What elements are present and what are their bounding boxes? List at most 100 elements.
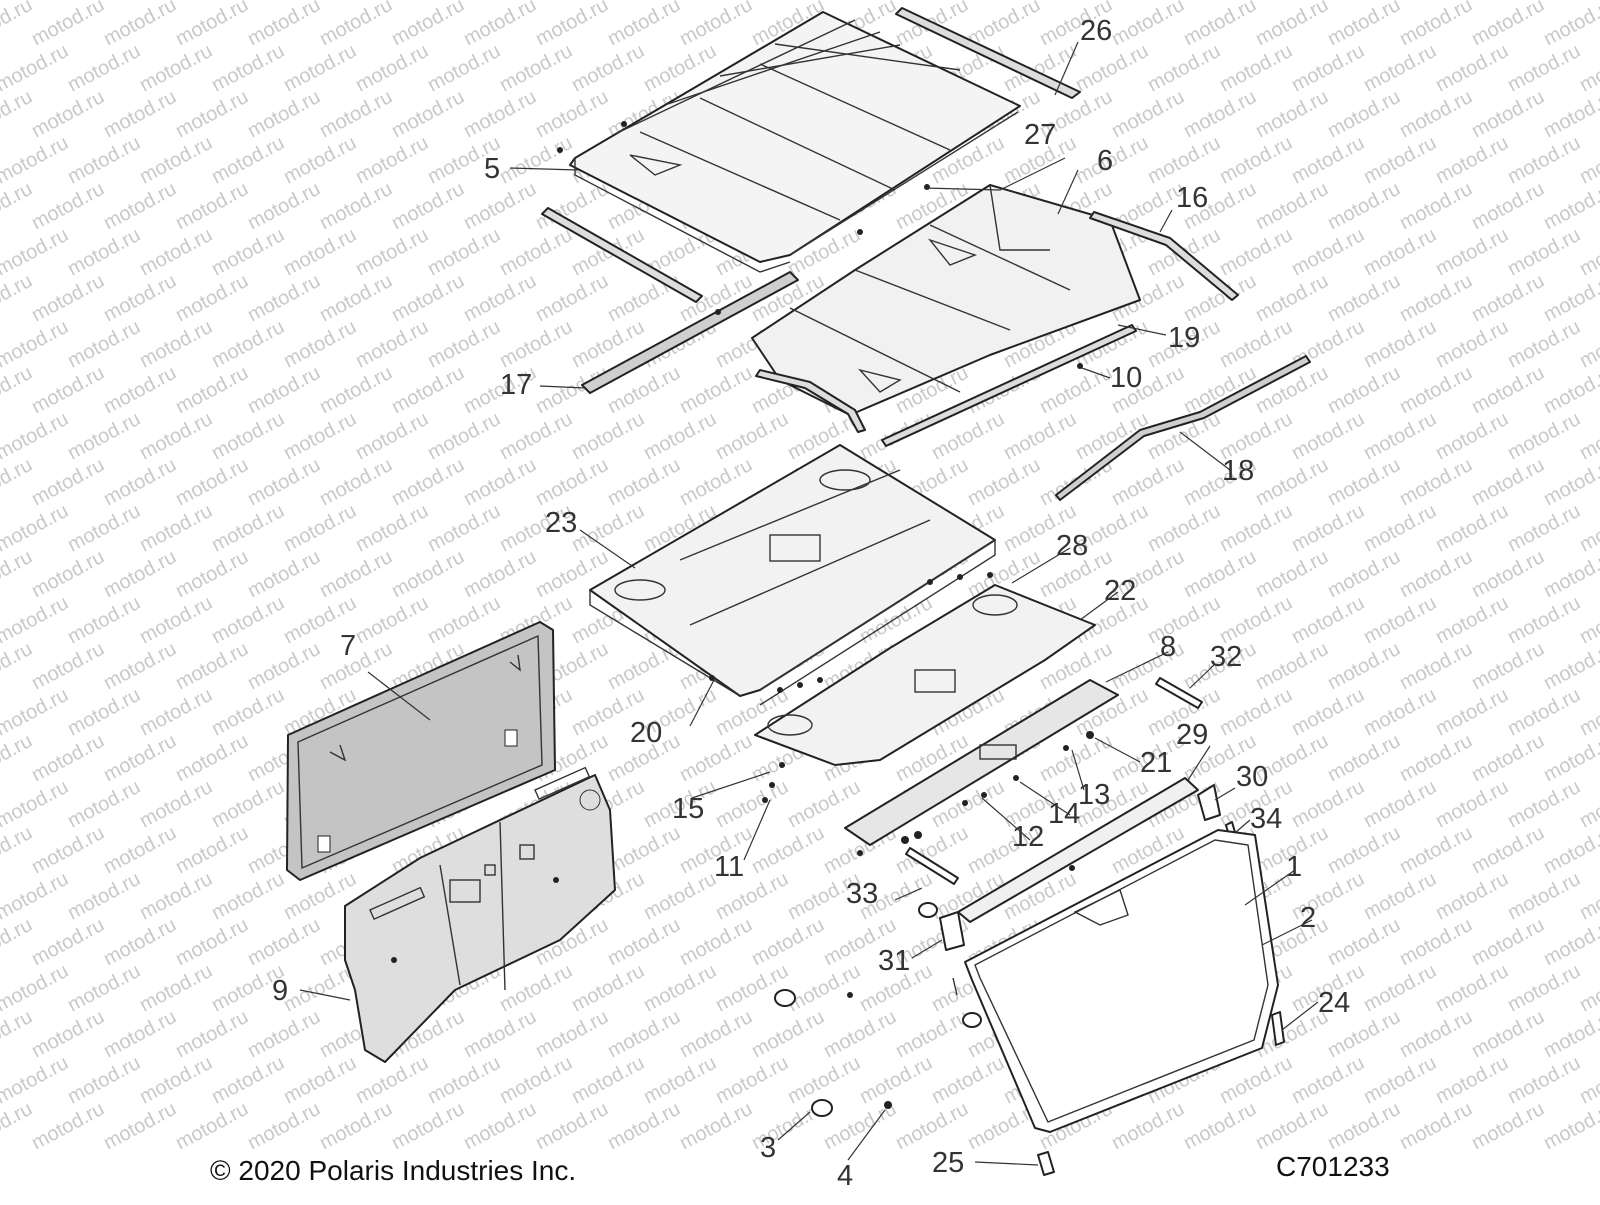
watermark-text: motod.ru (928, 1052, 1008, 1108)
watermark-text: motod.ru (676, 362, 756, 418)
watermark-text: motod.ru (244, 546, 324, 602)
watermark-text: motod.ru (1576, 408, 1600, 464)
watermark-text: motod.ru (1396, 1006, 1476, 1062)
watermark-text: motod.ru (1396, 546, 1476, 602)
callout-6: 6 (1097, 145, 1113, 177)
watermark-text: motod.ru (1252, 1098, 1332, 1154)
watermark-text: motod.ru (0, 0, 36, 50)
watermark-text: motod.ru (316, 178, 396, 234)
callout-14: 14 (1048, 798, 1080, 830)
callout-13: 13 (1078, 779, 1110, 811)
watermark-text: motod.ru (1504, 316, 1584, 372)
watermark-text: motod.ru (640, 0, 720, 4)
watermark-text: motod.ru (1468, 822, 1548, 878)
watermark-text: motod.ru (1216, 0, 1296, 4)
watermark-text: motod.ru (604, 822, 684, 878)
watermark-text: motod.ru (1216, 592, 1296, 648)
watermark-text: motod.ru (28, 822, 108, 878)
watermark-text: motod.ru (1216, 132, 1296, 188)
callout-10: 10 (1110, 362, 1142, 394)
watermark-text: motod.ru (28, 1006, 108, 1062)
watermark-text: motod.ru (532, 1006, 612, 1062)
watermark-text: motod.ru (676, 730, 756, 786)
watermark-text: motod.ru (352, 132, 432, 188)
watermark-text: motod.ru (136, 500, 216, 556)
watermark-text: motod.ru (172, 638, 252, 694)
watermark-text: motod.ru (496, 132, 576, 188)
watermark-text: motod.ru (388, 454, 468, 510)
watermark-text: motod.ru (316, 454, 396, 510)
watermark-text: motod.ru (1504, 224, 1584, 280)
watermark-text: motod.ru (964, 454, 1044, 510)
watermark-text: motod.ru (1360, 132, 1440, 188)
watermark-text: motod.ru (1432, 684, 1512, 740)
watermark-text: motod.ru (1432, 0, 1512, 4)
part-5-roof-panel (569, 11, 1021, 273)
watermark-text: motod.ru (280, 0, 360, 4)
watermark-text: motod.ru (1504, 1052, 1584, 1108)
watermark-text: motod.ru (496, 1052, 576, 1108)
watermark-text: motod.ru (1468, 270, 1548, 326)
watermark-text: motod.ru (388, 546, 468, 602)
watermark-text: motod.ru (1504, 0, 1584, 4)
watermark-text: motod.ru (172, 546, 252, 602)
watermark-text: motod.ru (460, 178, 540, 234)
watermark-text: motod.ru (568, 40, 648, 96)
watermark-text: motod.ru (1576, 868, 1600, 924)
watermark-text: motod.ru (1324, 822, 1404, 878)
watermark-text: motod.ru (1324, 546, 1404, 602)
callout-12: 12 (1012, 821, 1044, 853)
watermark-text: motod.ru (1144, 0, 1224, 4)
watermark-text: motod.ru (280, 224, 360, 280)
watermark-text: motod.ru (1072, 40, 1152, 96)
part-seal-under-6 (755, 369, 866, 433)
watermark-text: motod.ru (1180, 86, 1260, 142)
leader-lines (299, 41, 1319, 1166)
watermark-text: motod.ru (640, 960, 720, 1016)
watermark-text: motod.ru (1252, 178, 1332, 234)
callout-23: 23 (545, 507, 577, 539)
callout-24: 24 (1318, 987, 1350, 1019)
watermark-text: motod.ru (1540, 1098, 1600, 1154)
watermark-text: motod.ru (316, 86, 396, 142)
watermark-text: motod.ru (1396, 730, 1476, 786)
watermark-text: motod.ru (280, 408, 360, 464)
watermark-text: motod.ru (1504, 960, 1584, 1016)
watermark-text: motod.ru (100, 546, 180, 602)
watermark-text: motod.ru (352, 40, 432, 96)
part-32-pad (1155, 677, 1203, 709)
watermark-text: motod.ru (1576, 224, 1600, 280)
watermark-text: motod.ru (1468, 0, 1548, 50)
watermark-text: motod.ru (136, 592, 216, 648)
watermark-text: motod.ru (1324, 362, 1404, 418)
part-19-seal (881, 324, 1137, 447)
watermark-text: motod.ru (0, 592, 72, 648)
watermark-text: motod.ru (1360, 868, 1440, 924)
watermark-text: motod.ru (784, 0, 864, 4)
watermark-text: motod.ru (136, 684, 216, 740)
part-26-seal (895, 7, 1081, 99)
watermark-text: motod.ru (496, 0, 576, 4)
watermark-text: motod.ru (316, 1098, 396, 1154)
part-8-bracket (844, 679, 1119, 846)
watermark-text: motod.ru (1432, 960, 1512, 1016)
part-17-rail (581, 271, 799, 394)
watermark-text: motod.ru (1288, 1052, 1368, 1108)
watermark-text: motod.ru (100, 86, 180, 142)
callout-9: 9 (272, 975, 288, 1007)
part-27-fasteners (557, 121, 930, 315)
watermark-text: motod.ru (100, 454, 180, 510)
callout-17: 17 (500, 369, 532, 401)
watermark-text: motod.ru (0, 224, 72, 280)
watermark-text: motod.ru (1360, 316, 1440, 372)
watermark-text: motod.ru (64, 408, 144, 464)
watermark-text: motod.ru (1576, 500, 1600, 556)
watermark-text: motod.ru (460, 454, 540, 510)
watermark-text: motod.ru (532, 362, 612, 418)
watermark-text: motod.ru (1360, 684, 1440, 740)
watermark-text: motod.ru (424, 500, 504, 556)
watermark-text: motod.ru (244, 454, 324, 510)
watermark-text: motod.ru (244, 914, 324, 970)
watermark-text: motod.ru (1468, 730, 1548, 786)
watermark-text: motod.ru (388, 362, 468, 418)
